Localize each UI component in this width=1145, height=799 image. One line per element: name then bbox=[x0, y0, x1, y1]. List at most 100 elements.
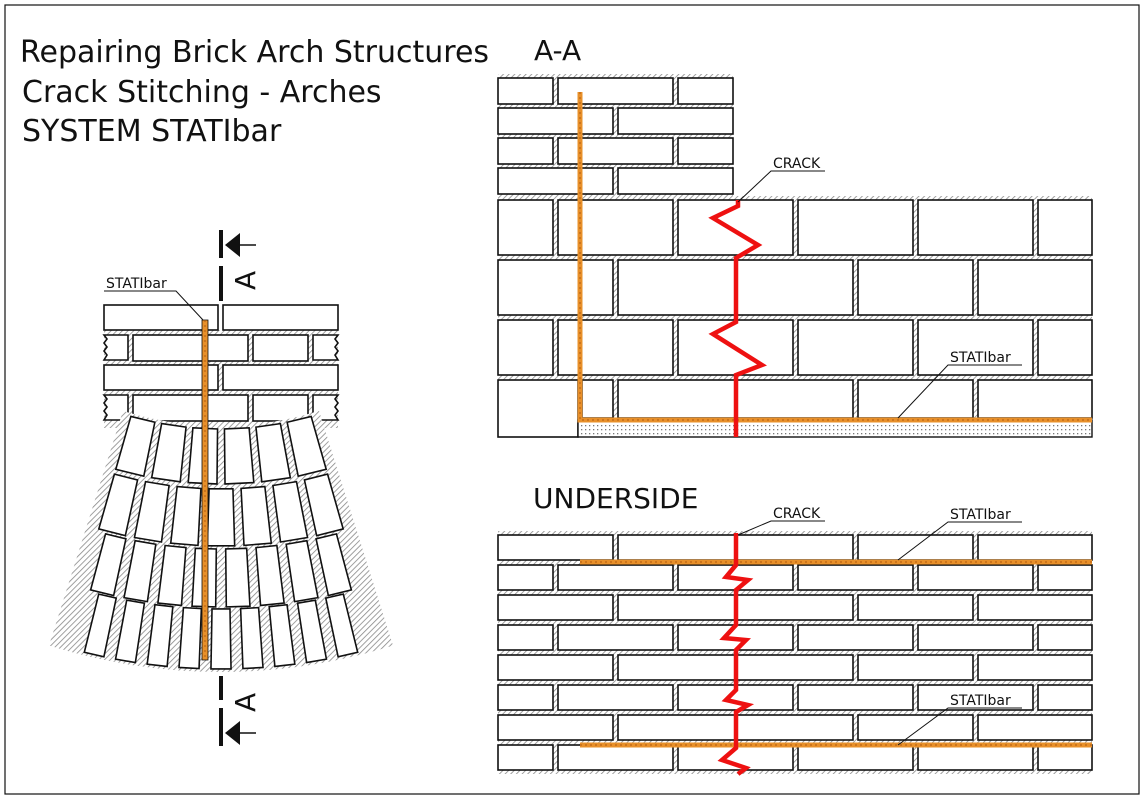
brick bbox=[497, 684, 554, 711]
brick bbox=[977, 594, 1093, 621]
arch-voussoir bbox=[223, 426, 255, 485]
brick bbox=[977, 534, 1093, 561]
brick bbox=[917, 199, 1034, 256]
underside-bar-label-top: STATIbar bbox=[950, 507, 1011, 523]
brick bbox=[132, 394, 249, 422]
brick bbox=[797, 624, 914, 651]
section-marker-top: A bbox=[219, 230, 262, 301]
section-bar-label: STATIbar bbox=[950, 350, 1011, 366]
brick bbox=[1037, 684, 1093, 711]
section-mark-bottom: A bbox=[229, 693, 262, 712]
arch-voussoir bbox=[97, 473, 139, 537]
brick bbox=[557, 137, 674, 165]
arch-voussoir bbox=[239, 606, 264, 670]
brick bbox=[557, 319, 674, 376]
arch-voussoir bbox=[255, 422, 292, 483]
brick bbox=[1037, 319, 1093, 376]
arch-bar-callout: STATIbar bbox=[104, 276, 204, 321]
brick bbox=[497, 744, 554, 771]
brick bbox=[497, 77, 554, 105]
underside-title: UNDERSIDE bbox=[533, 482, 698, 515]
underside-bar-label-bottom: STATIbar bbox=[950, 693, 1011, 709]
underside-view bbox=[497, 531, 1093, 776]
crack-line bbox=[708, 200, 767, 437]
brick bbox=[857, 714, 974, 741]
brick-broken bbox=[102, 334, 129, 361]
arch-voussoir bbox=[286, 415, 328, 478]
section-a-a-title: A-A bbox=[534, 34, 581, 67]
brick bbox=[497, 654, 614, 681]
arch-voussoir bbox=[285, 539, 319, 603]
arch-voussoir bbox=[224, 547, 251, 608]
arch-voussoir bbox=[268, 603, 296, 668]
brick bbox=[557, 564, 674, 591]
arrow-icon bbox=[225, 233, 240, 257]
section-mark-top: A bbox=[229, 271, 262, 290]
brick bbox=[917, 684, 1034, 711]
brick bbox=[917, 564, 1034, 591]
brick bbox=[497, 564, 554, 591]
brick bbox=[497, 137, 554, 165]
brick bbox=[857, 654, 974, 681]
section-crack-callout: CRACK bbox=[737, 156, 825, 203]
title-line-2: Crack Stitching - Arches bbox=[22, 75, 382, 110]
section-crack-label: CRACK bbox=[773, 156, 821, 172]
underside-crack-label: CRACK bbox=[773, 506, 821, 522]
brick bbox=[917, 319, 1034, 376]
underside-crack-callout: CRACK bbox=[737, 506, 825, 536]
brick bbox=[252, 394, 309, 422]
arch-voussoir bbox=[210, 608, 232, 670]
resin-bed bbox=[577, 419, 1093, 438]
section-bar-callout: STATIbar bbox=[897, 350, 1022, 419]
brick bbox=[617, 167, 734, 195]
arch-voussoir bbox=[296, 599, 328, 664]
brick bbox=[977, 654, 1093, 681]
brick-broken bbox=[312, 334, 340, 361]
arch-voussoir bbox=[178, 606, 203, 670]
brick bbox=[857, 594, 974, 621]
title-line-1: Repairing Brick Arch Structures bbox=[20, 35, 489, 70]
drawing-border bbox=[4, 4, 1140, 795]
underside-bar-callout-bottom: STATIbar bbox=[897, 693, 1022, 746]
statibar bbox=[577, 92, 1092, 423]
brick bbox=[797, 744, 914, 771]
arch-voussoir bbox=[272, 480, 309, 543]
brick bbox=[857, 534, 974, 561]
arch-bar-label: STATIbar bbox=[106, 276, 167, 292]
brick bbox=[557, 77, 674, 105]
brick bbox=[1037, 744, 1093, 771]
brick bbox=[497, 594, 614, 621]
brick bbox=[977, 379, 1093, 419]
brick bbox=[132, 334, 249, 362]
brick bbox=[497, 714, 614, 741]
brick bbox=[557, 199, 674, 256]
brick bbox=[497, 534, 614, 561]
arch-voussoir bbox=[156, 544, 187, 607]
arch-voussoir bbox=[169, 485, 202, 547]
underside-bar-callout-top: STATIbar bbox=[897, 507, 1022, 561]
section-a-a-view bbox=[497, 74, 1093, 438]
brick bbox=[797, 199, 914, 256]
arch-voussoir bbox=[150, 422, 187, 483]
brick bbox=[677, 137, 734, 165]
brick bbox=[797, 319, 914, 376]
brick bbox=[103, 304, 219, 331]
arch-voussoir bbox=[114, 415, 156, 478]
arch-voussoir bbox=[114, 599, 146, 664]
brick bbox=[977, 259, 1093, 316]
arrow-icon bbox=[225, 721, 240, 745]
arch-elevation bbox=[48, 304, 394, 672]
crack-line bbox=[717, 533, 755, 776]
brick bbox=[797, 564, 914, 591]
arch-voussoir bbox=[206, 488, 236, 547]
brick bbox=[497, 379, 579, 438]
brick bbox=[617, 107, 734, 135]
brick bbox=[917, 744, 1034, 771]
brick bbox=[977, 714, 1093, 741]
brick bbox=[1037, 199, 1093, 256]
arch-voussoir bbox=[89, 532, 127, 597]
arch-voussoir bbox=[83, 593, 118, 658]
brick-broken bbox=[102, 394, 129, 421]
arch-voussoir bbox=[123, 539, 157, 603]
brick bbox=[497, 167, 614, 195]
